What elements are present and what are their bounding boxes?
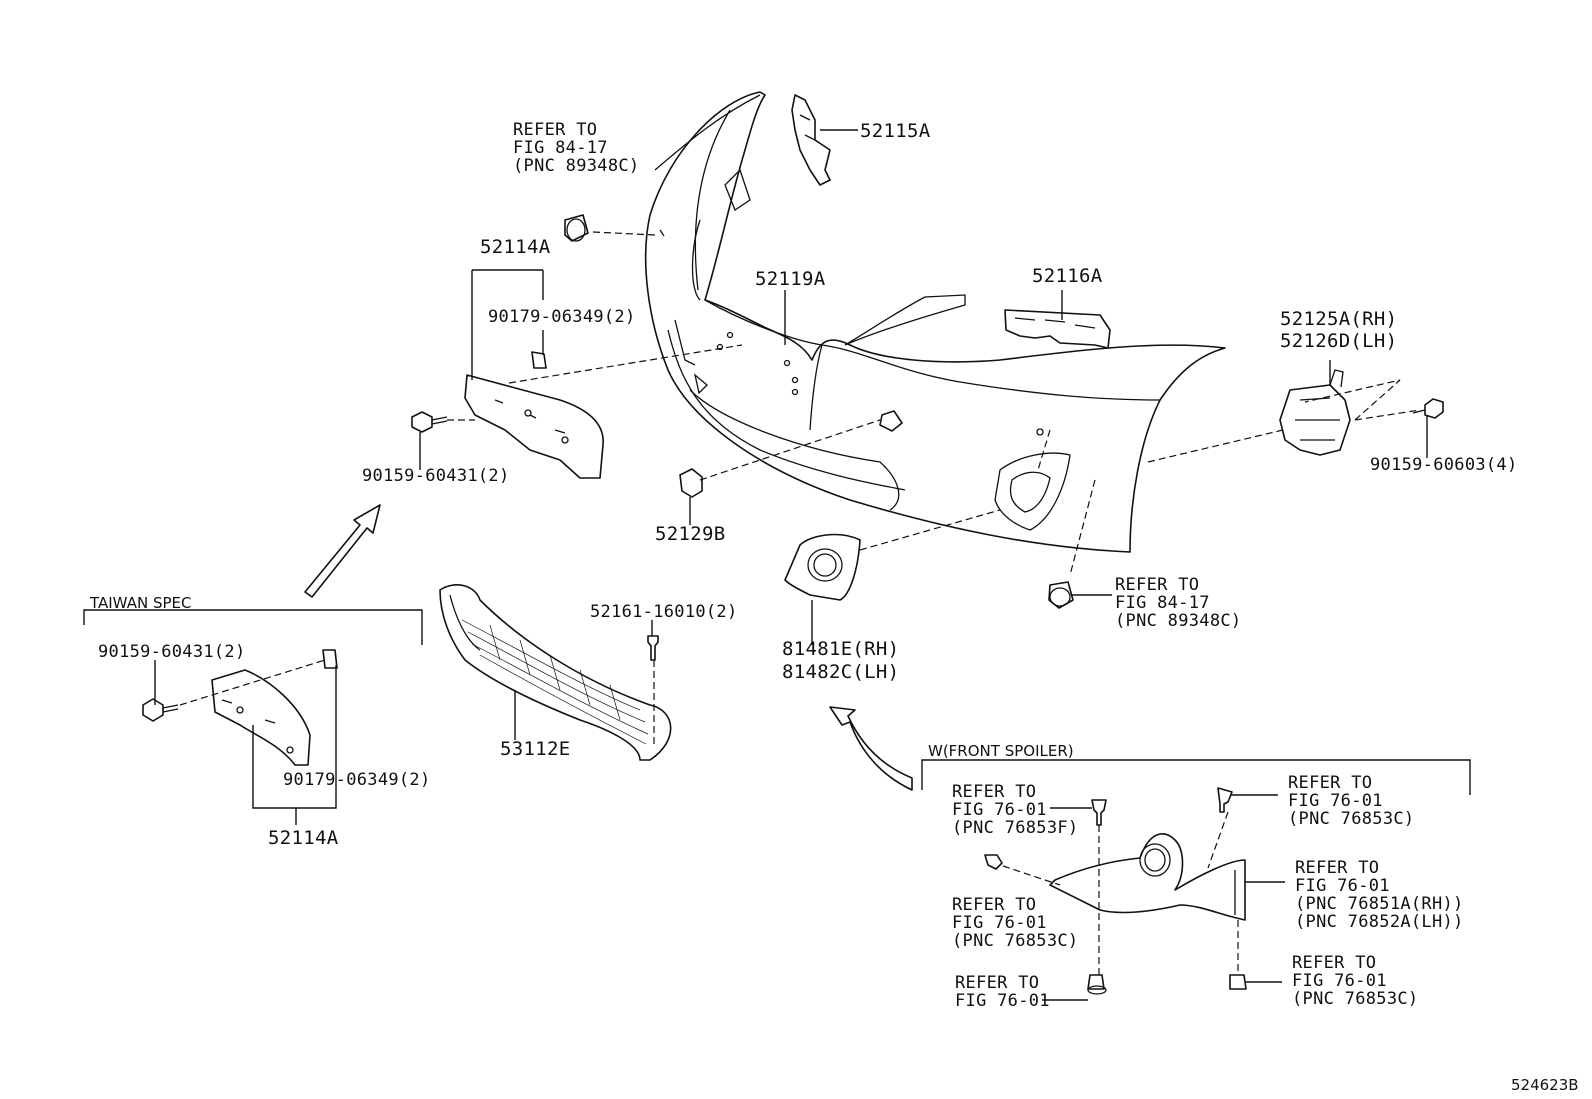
- clip-lower-center[interactable]: [1087, 974, 1107, 995]
- grille-53112e[interactable]: [439, 584, 672, 761]
- refer-r6-line2: FIG 76-01: [1295, 876, 1390, 896]
- label-90159-60603: 90159-60603(4): [1370, 455, 1518, 475]
- refer-r5-line3: (PNC 76853C): [952, 931, 1078, 951]
- refer-r4-line1: REFER TO: [1288, 773, 1372, 793]
- cap-52129b[interactable]: [679, 468, 703, 498]
- refer-r4-line3: (PNC 76853C): [1288, 809, 1414, 829]
- labels: 52115A REFER TO FIG 84-17 (PNC 89348C) 5…: [89, 120, 1579, 1094]
- label-90159-60431-taiwan: 90159-60431(2): [98, 642, 246, 662]
- sensor-89348c-lower[interactable]: [1048, 581, 1074, 609]
- retainer-52125a[interactable]: [1279, 369, 1351, 456]
- refer-r1-line1: REFER TO: [513, 120, 597, 140]
- refer-r7-line1: REFER TO: [955, 973, 1039, 993]
- clip-90179-taiwan[interactable]: [322, 649, 338, 669]
- label-81481e: 81481E(RH): [782, 638, 899, 660]
- bumper-cover-52119a[interactable]: [644, 91, 1226, 553]
- sensor-89348c-top[interactable]: [564, 214, 589, 242]
- spacer-52116a[interactable]: [1004, 309, 1111, 349]
- bracket-52115a[interactable]: [791, 94, 831, 186]
- label-81482c: 81482C(LH): [782, 661, 899, 683]
- label-52129b: 52129B: [655, 523, 725, 545]
- label-53112e: 53112E: [500, 738, 570, 760]
- fog-lamp-cover-81481e[interactable]: [784, 533, 861, 601]
- retainer-small-center[interactable]: [879, 410, 903, 432]
- license-plate-bracket-52114a[interactable]: [464, 374, 604, 479]
- refer-r1-line3: (PNC 89348C): [513, 156, 639, 176]
- label-90179-top: 90179-06349(2): [488, 307, 636, 327]
- label-52161: 52161-16010(2): [590, 602, 738, 622]
- refer-r6-line3: (PNC 76851A(RH)): [1295, 894, 1464, 914]
- clip-90179-top[interactable]: [531, 351, 547, 369]
- leader-lines: [83, 129, 1471, 1001]
- bolt-90159-60431-top[interactable]: [411, 411, 448, 433]
- refer-r7-line2: FIG 76-01: [955, 991, 1050, 1011]
- refer-r5-line2: FIG 76-01: [952, 913, 1047, 933]
- refer-r5-line1: REFER TO: [952, 895, 1036, 915]
- label-90159-60431-top: 90159-60431(2): [362, 466, 510, 486]
- label-52126d: 52126D(LH): [1280, 330, 1397, 352]
- clip-76853f[interactable]: [1091, 799, 1107, 826]
- license-plate-bracket-52114a-taiwan[interactable]: [211, 669, 311, 766]
- label-front-spoiler: W(FRONT SPOILER): [928, 742, 1074, 760]
- clip-76853c-top-right[interactable]: [1217, 787, 1233, 813]
- clip-76853c-lower-right[interactable]: [1229, 974, 1247, 990]
- screw-52161-16010[interactable]: [647, 635, 659, 661]
- refer-r6-line4: (PNC 76852A(LH)): [1295, 912, 1464, 932]
- refer-r2-line1: REFER TO: [1115, 575, 1199, 595]
- refer-r8-line2: FIG 76-01: [1292, 971, 1387, 991]
- label-52119a: 52119A: [755, 268, 826, 290]
- bolt-90159-60603[interactable]: [1412, 398, 1444, 419]
- label-52116a: 52116A: [1032, 265, 1103, 287]
- figure-id: 524623B: [1511, 1076, 1579, 1094]
- refer-r3-line1: REFER TO: [952, 782, 1036, 802]
- refer-r1-line2: FIG 84-17: [513, 138, 608, 158]
- refer-r3-line2: FIG 76-01: [952, 800, 1047, 820]
- bolt-90159-60431-taiwan[interactable]: [142, 698, 179, 722]
- label-52114a-taiwan: 52114A: [268, 827, 339, 849]
- arrow-up-right: [304, 504, 381, 598]
- refer-r4-line2: FIG 76-01: [1288, 791, 1383, 811]
- refer-r2-line3: (PNC 89348C): [1115, 611, 1241, 631]
- label-taiwan-spec: TAIWAN SPEC: [89, 594, 191, 612]
- refer-r3-line3: (PNC 76853F): [952, 818, 1078, 838]
- refer-r8-line1: REFER TO: [1292, 953, 1376, 973]
- refer-r8-line3: (PNC 76853C): [1292, 989, 1418, 1009]
- label-52125a: 52125A(RH): [1280, 308, 1397, 330]
- label-52114a-top: 52114A: [480, 236, 551, 258]
- refer-r6-line1: REFER TO: [1295, 858, 1379, 878]
- clip-76853c-left[interactable]: [984, 854, 1003, 870]
- label-90179-taiwan: 90179-06349(2): [283, 770, 431, 790]
- label-52115a: 52115A: [860, 120, 931, 142]
- arrow-curved: [829, 706, 913, 791]
- refer-r2-line2: FIG 84-17: [1115, 593, 1210, 613]
- front-spoiler[interactable]: [1049, 833, 1246, 921]
